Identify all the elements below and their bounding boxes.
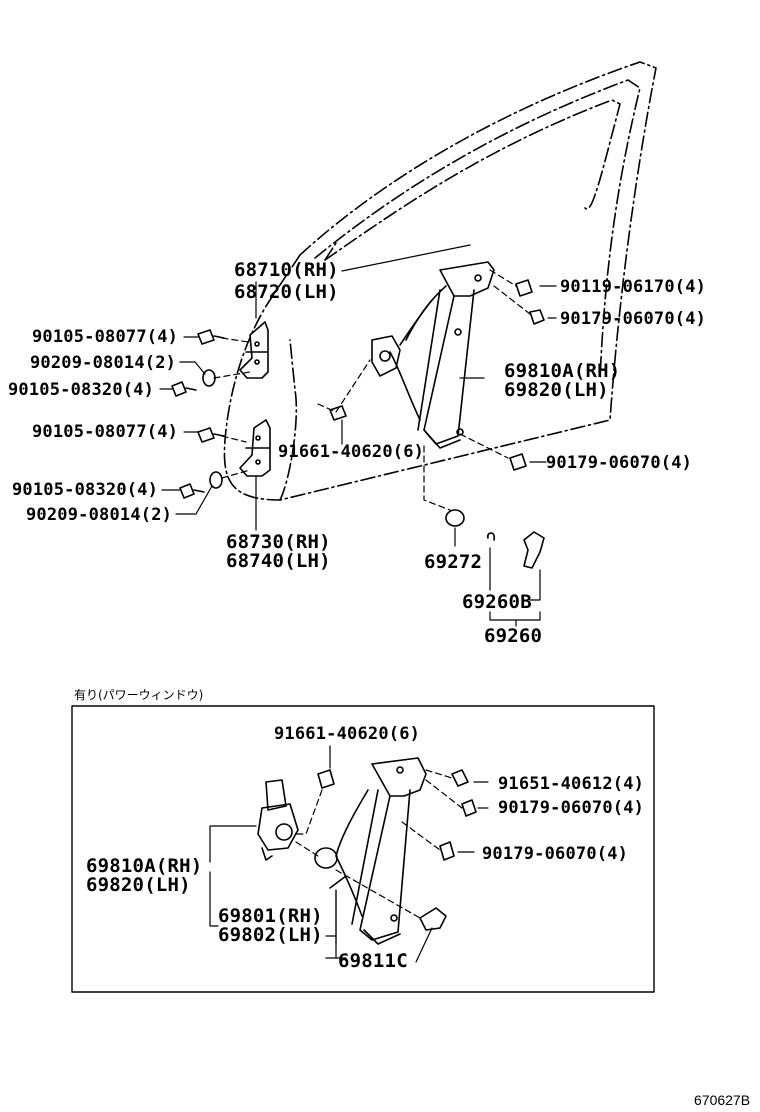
label-inset-69810a-rh: 69810A(RH) — [86, 855, 203, 877]
lower-hinge — [239, 419, 271, 477]
upper-hinge — [239, 321, 269, 379]
label-69260: 69260 — [484, 625, 543, 647]
inset-title: 有り(パワーウィンドウ) — [74, 688, 204, 702]
left-leaders — [159, 244, 471, 531]
label-bolt-90105-08320-a: 90105-08320(4) — [8, 380, 155, 400]
inset-dashed — [295, 769, 463, 919]
inset-fasteners — [317, 769, 477, 861]
label-bolt-90105-08077-a: 90105-08077(4) — [32, 327, 179, 347]
label-inset-bolt-91651-40612: 91651-40612(4) — [498, 774, 645, 794]
power-regulator — [314, 757, 447, 945]
right-leaders — [341, 285, 557, 627]
label-inset-69811c: 69811C — [338, 950, 408, 972]
label-nut-90179-06070-top: 90179-06070(4) — [560, 309, 707, 329]
label-bolt-90105-08320-b: 90105-08320(4) — [12, 480, 159, 500]
label-washer-90209-08014-b: 90209-08014(2) — [26, 505, 173, 525]
inset-leaders — [209, 745, 489, 963]
label-inset-screw-91661-40620: 91661-40620(6) — [274, 724, 421, 744]
label-screw-91661-40620: 91661-40620(6) — [278, 442, 425, 462]
label-68730-rh: 68730(RH) — [226, 531, 331, 553]
label-inset-nut-90179-06070-b: 90179-06070(4) — [482, 844, 629, 864]
label-inset-69802-lh: 69802(LH) — [218, 924, 323, 946]
label-69260b: 69260B — [462, 591, 532, 613]
label-inset-nut-90179-06070-a: 90179-06070(4) — [498, 798, 645, 818]
label-68720-lh: 68720(LH) — [234, 281, 339, 303]
label-69820-lh: 69820(LH) — [504, 379, 609, 401]
right-fasteners — [329, 279, 545, 527]
label-washer-90209-08014-a: 90209-08014(2) — [30, 353, 177, 373]
label-nut-90179-06070-bottom: 90179-06070(4) — [546, 453, 693, 473]
manual-regulator — [371, 261, 495, 449]
inset-box — [71, 705, 655, 993]
left-dashed — [213, 337, 251, 479]
label-inset-69820-lh: 69820(LH) — [86, 874, 191, 896]
handle-parts — [486, 531, 545, 569]
label-bolt-90105-08077-b: 90105-08077(4) — [32, 422, 179, 442]
label-bolt-90119-06170: 90119-06170(4) — [560, 277, 707, 297]
label-68710-rh: 68710(RH) — [234, 259, 339, 281]
label-inset-69801-rh: 69801(RH) — [218, 905, 323, 927]
label-69272: 69272 — [424, 551, 483, 573]
window-motor — [257, 779, 299, 861]
label-68740-lh: 68740(LH) — [226, 550, 331, 572]
door-outline — [223, 61, 657, 501]
right-dashed — [317, 269, 531, 511]
figure-code: 670627B — [694, 1092, 751, 1108]
left-fasteners — [171, 329, 225, 499]
label-69810a-rh: 69810A(RH) — [504, 360, 621, 382]
